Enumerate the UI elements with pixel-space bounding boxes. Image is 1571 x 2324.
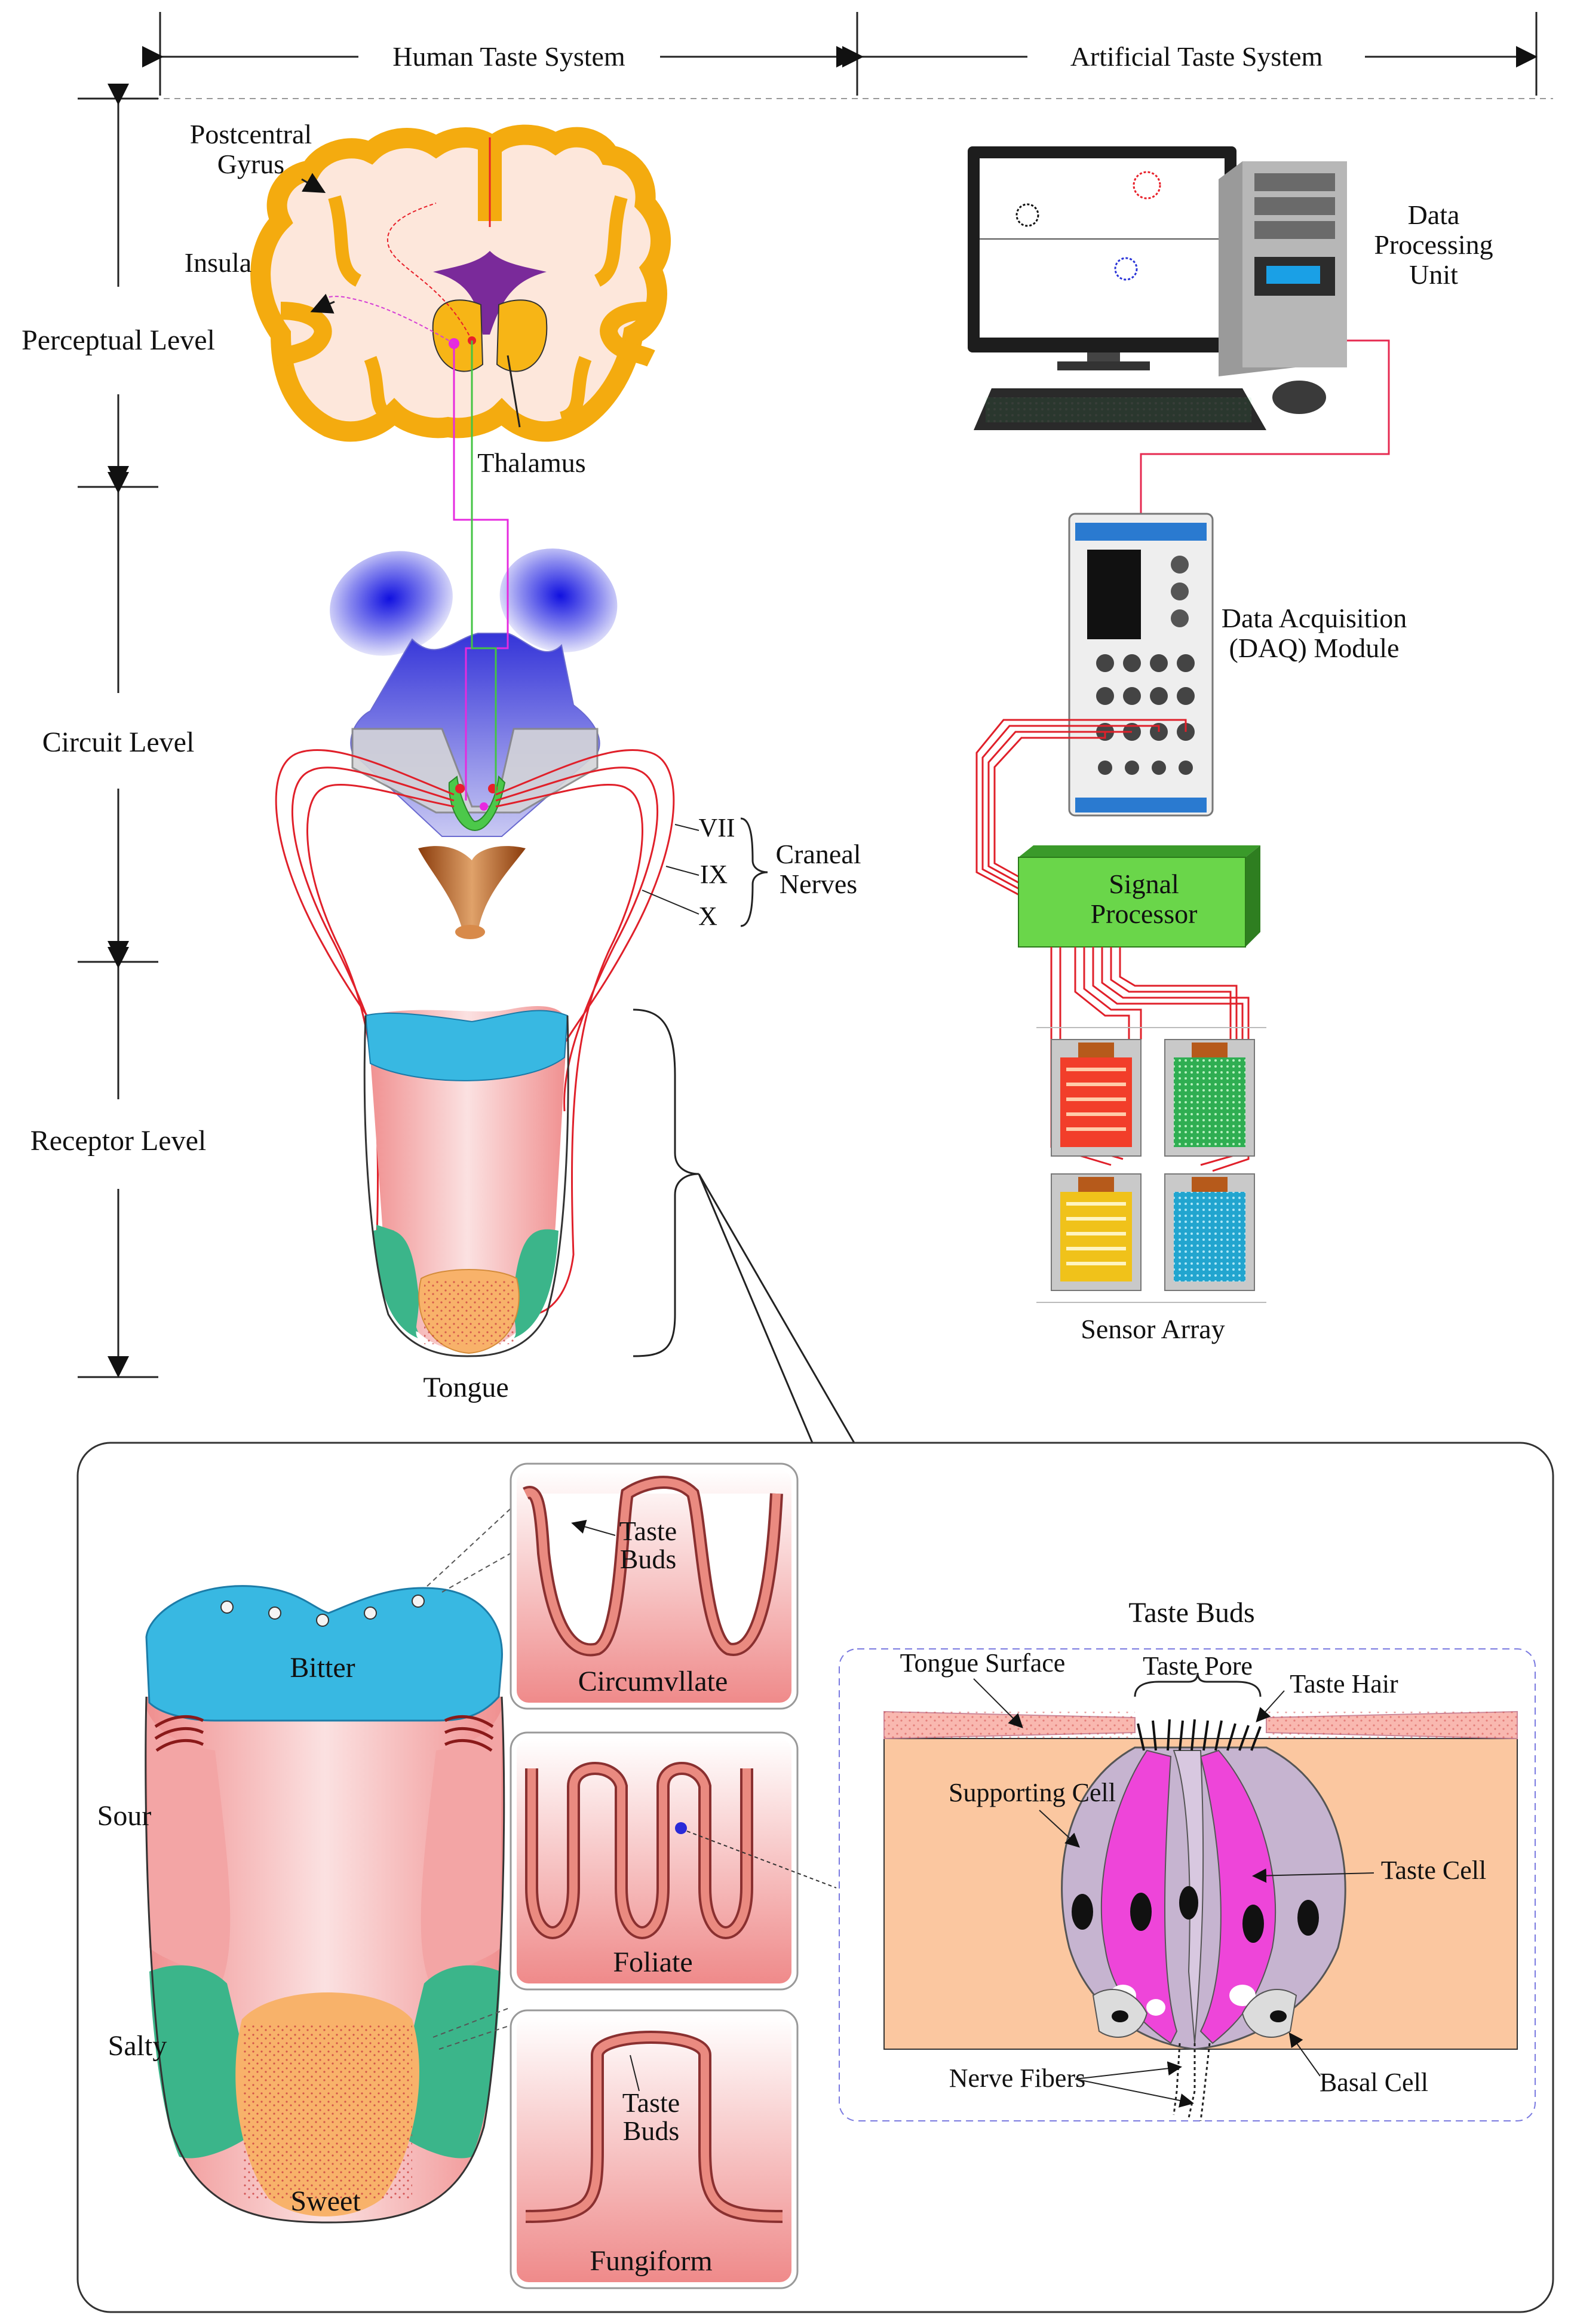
label-tongue: Tongue [423, 1372, 508, 1403]
label-daq-1: Data Acquisition [1222, 603, 1407, 633]
detail-tongue: Bitter Sour Salty Sweet [97, 1508, 511, 2224]
header: Human Taste System Artificial Taste Syst… [78, 12, 1553, 99]
label-fung-buds: Buds [623, 2115, 680, 2146]
label-nerve-x: X [698, 902, 717, 931]
brainstem [330, 341, 618, 939]
label-taste-hair: Taste Hair [1290, 1669, 1398, 1698]
sensor-array: Sensor Array [1036, 1027, 1266, 1344]
label-nerve-fibers: Nerve Fibers [949, 2064, 1086, 2093]
artificial-system: Data Processing Unit Data Acquisition (D… [968, 146, 1493, 1344]
zone-salty-right [388, 1965, 501, 2159]
tongue-salty-left [373, 1229, 419, 1338]
daq-module [1068, 513, 1214, 817]
zone-sour-left [146, 1709, 231, 1983]
papilla-fungiform: Taste Buds Fungiform [510, 2009, 799, 2289]
tongue-receptor: Tongue [363, 1006, 855, 1443]
monitor [968, 146, 1236, 370]
papilla-circumvallate: Taste Buds Circumvllate [510, 1463, 799, 1710]
cranial-nerve-labels: VII IX X Craneal Nerves [642, 813, 861, 931]
label-thalamus: Thalamus [477, 447, 585, 478]
label-sour: Sour [97, 1800, 152, 1832]
zone-bitter [145, 1585, 503, 1722]
label-sp-1: Signal [1109, 869, 1179, 899]
level-axis: Perceptual Level Circuit Level Receptor … [22, 84, 215, 1378]
header-human: Human Taste System [392, 41, 625, 72]
label-daq-2: (DAQ) Module [1229, 633, 1400, 663]
computer-tower [1219, 161, 1347, 376]
label-sp-2: Processor [1091, 899, 1198, 929]
label-circ-taste: Taste [619, 1516, 677, 1546]
label-nerve-ix: IX [700, 860, 728, 889]
label-dpu-1: Data [1408, 200, 1460, 230]
basal-cell-right [1241, 1989, 1297, 2038]
label-dpu-2: Processing [1374, 229, 1493, 260]
label-dpu-3: Unit [1409, 259, 1458, 290]
level-receptor: Receptor Level [30, 1125, 207, 1157]
brain-section: Postcentral Gyrus Insula Thalamus [185, 119, 671, 478]
label-basal-cell: Basal Cell [1320, 2068, 1428, 2097]
signal-processor: Signal Processor [1018, 845, 1260, 948]
label-foliate: Foliate [613, 1946, 692, 1978]
tongue-bitter-zone [364, 1010, 569, 1081]
label-tongue-surface: Tongue Surface [900, 1648, 1066, 1678]
label-taste-buds-title: Taste Buds [1128, 1597, 1254, 1629]
level-circuit: Circuit Level [42, 726, 195, 758]
label-salty: Salty [108, 2030, 167, 2062]
label-circumvallate: Circumvllate [578, 1666, 728, 1697]
tongue-salty-right [513, 1229, 559, 1338]
label-gyrus: Gyrus [217, 149, 284, 179]
label-postcentral: Postcentral [190, 119, 312, 149]
label-sensor-array: Sensor Array [1081, 1314, 1225, 1344]
label-supporting-cell: Supporting Cell [949, 1778, 1116, 1807]
label-nerve-vii: VII [698, 813, 735, 842]
label-fung-taste: Taste [622, 2087, 680, 2118]
detail-panel: Bitter Sour Salty Sweet Taste Buds Circu… [76, 1442, 1554, 2313]
thalamus [432, 299, 484, 372]
papilla-foliate: Foliate [510, 1731, 837, 1991]
zone-sour-right [421, 1709, 502, 1983]
level-perceptual: Perceptual Level [22, 324, 215, 356]
thalamus-ventricle [433, 251, 547, 335]
label-cranial: Craneal [775, 839, 861, 869]
label-taste-cell: Taste Cell [1381, 1856, 1487, 1885]
zone-salty-left [149, 1965, 263, 2159]
label-circ-buds: Buds [620, 1544, 677, 1574]
label-nerves: Nerves [780, 869, 857, 899]
header-artificial: Artificial Taste System [1070, 41, 1323, 72]
label-insula: Insula [185, 247, 251, 278]
label-sweet: Sweet [290, 2185, 361, 2217]
insula-fold [277, 302, 332, 367]
mouse [1272, 381, 1326, 414]
taste-cell-right [1199, 1749, 1277, 2044]
taste-bud-section: Taste Buds [839, 1597, 1536, 2121]
label-bitter: Bitter [290, 1652, 355, 1684]
label-fungiform: Fungiform [590, 2245, 712, 2277]
